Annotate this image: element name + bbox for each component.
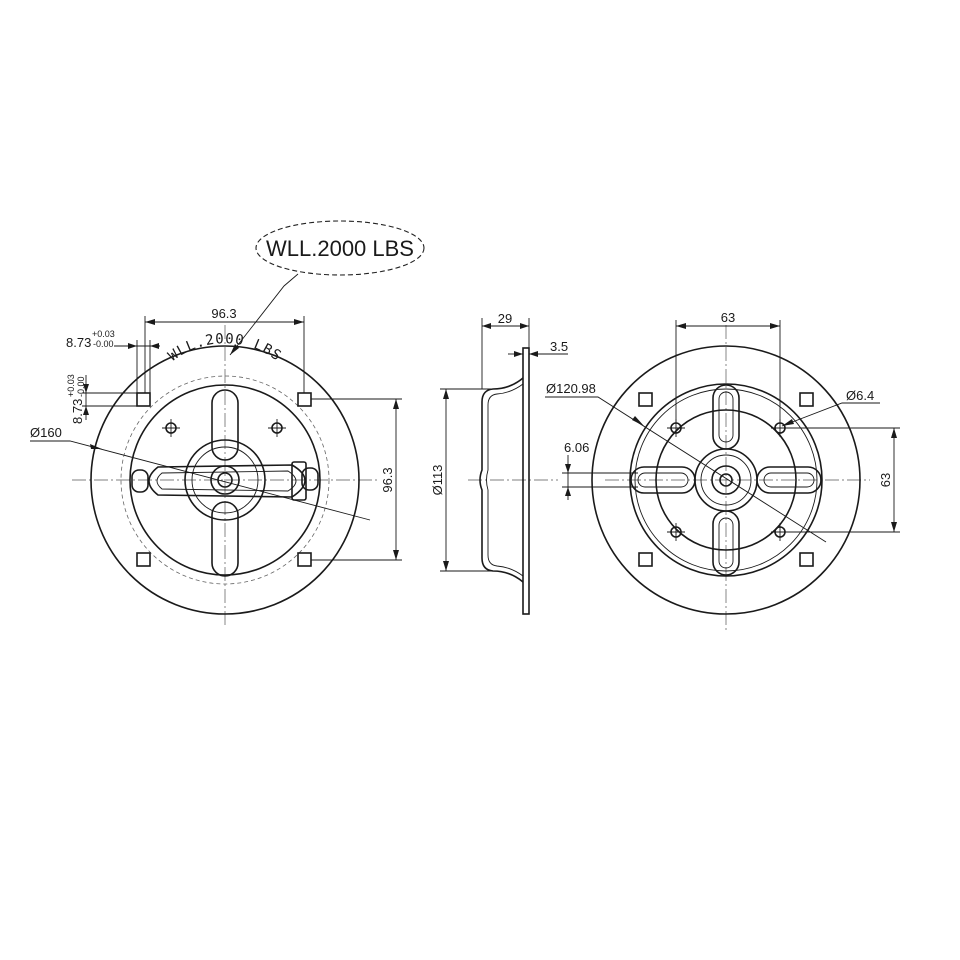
front-pivot-outer [210,465,240,495]
rear-diameter-label: Ø120.98 [546,381,596,396]
front-bolt-circle [120,375,330,585]
front-diameter-label: Ø160 [30,425,62,440]
front-hub-outer [184,439,266,521]
front-hole-height-lower-tol: -0.00 [76,376,86,397]
rear-pan-inner [634,388,818,572]
rear-square-hole [638,552,653,567]
front-slot-upper [211,389,239,461]
rear-slot-bottom [712,510,740,576]
rear-slot-label: 6.06 [564,440,589,455]
front-slot-lower [211,501,239,577]
rear-square-hole [799,392,814,407]
callout-ellipse [255,220,425,276]
front-square-hole [297,552,312,567]
rear-hub-mid [700,454,752,506]
rear-square-hole [799,552,814,567]
side-thickness-label: 3.5 [550,339,568,354]
front-hole-height-upper-tol: +0.03 [66,374,76,397]
side-pan-outer [479,377,524,583]
front-square-hole [136,392,151,407]
rear-view: 63 63 Ø120.98 Ø6.4 6.06 [545,310,900,632]
rear-slot-bottom-inner [718,517,734,569]
side-diameter-label: Ø113 [430,465,445,496]
front-square-hole [136,552,151,567]
rear-pan-floor [655,409,797,551]
rear-square-hole [638,392,653,407]
rear-hub-boss [711,465,741,495]
callout-label: WLL.2000 LBS [266,236,414,261]
rear-width-label: 63 [721,310,735,325]
front-recess-rim [129,384,321,576]
rear-hole-leader [781,402,880,427]
rear-hub-outer [694,448,758,512]
rear-slot-right-inner [763,472,815,488]
front-hub-inner [191,446,259,514]
front-square-hole [297,392,312,407]
rear-hole-label: Ø6.4 [846,388,874,403]
callout-leader [229,273,299,356]
front-hole-width-label: 8.73 [66,335,91,350]
front-hole-width-lower-tol: -0.00 [93,339,114,349]
front-bail-end-left [131,469,149,493]
side-pan-inner [486,383,524,577]
rear-height-label: 63 [878,473,893,487]
rear-slot-top-inner [718,391,734,443]
rear-pan-rim [629,383,823,577]
side-flange-plate [522,347,530,615]
rear-hub-bore [719,473,733,487]
rear-slot-left-inner [637,472,689,488]
front-view: WLL.2000 LBS Ø160 96.3 96.3 8.73 +0.03 -… [30,306,402,628]
front-bail-end-right [301,467,319,491]
rear-outer-flange [591,345,861,615]
side-depth-label: 29 [498,311,512,326]
front-bail-ring [148,464,306,498]
front-hole-width-upper-tol: +0.03 [92,329,115,339]
front-hole-height-label: 8.73 [70,399,85,424]
front-outer-flange [90,345,360,615]
front-bail-inner [156,470,297,492]
side-view: 29 3.5 Ø113 [430,311,568,615]
rear-diameter-leader [545,396,827,543]
wll-callout: WLL.2000 LBS [229,220,425,356]
front-diameter-leader [30,440,371,521]
front-pivot-clamp [291,461,307,501]
front-width-label: 96.3 [211,306,236,321]
front-height-label: 96.3 [380,467,395,492]
